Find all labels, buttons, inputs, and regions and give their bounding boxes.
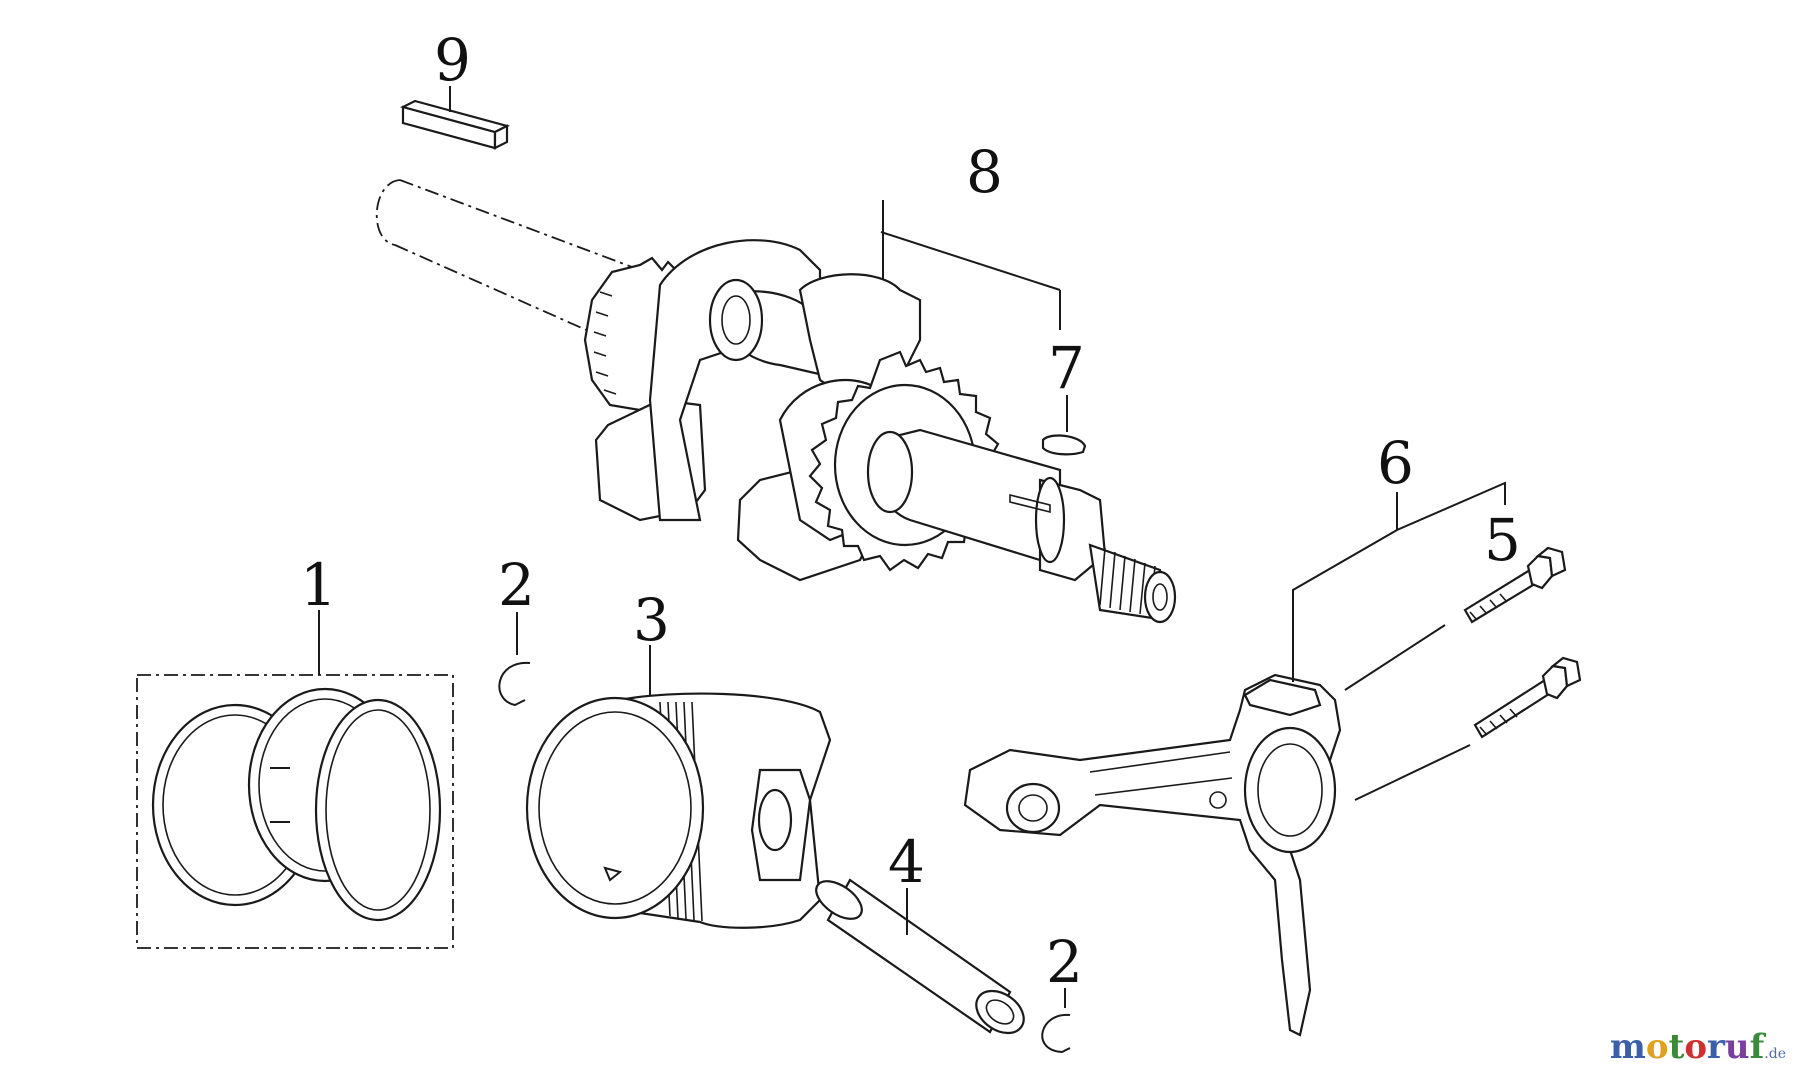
callout-8: 8 [966,138,1003,206]
part-1-piston-rings [136,674,454,949]
part-3-piston [525,692,832,929]
part-5-bolt-upper [1463,546,1567,624]
leader-6 [1292,481,1506,682]
watermark-letter: m [1609,1027,1646,1067]
part-4-piston-pin [815,878,1025,1035]
watermark-suffix: .de [1764,1046,1786,1062]
part-9-key [399,99,511,150]
callout-4: 4 [888,828,925,896]
part-2-circlip-lower [1041,1013,1071,1054]
leader-8 [880,200,1061,330]
callout-6: 6 [1377,429,1414,497]
part-5-bolt-lower [1473,656,1582,739]
leader-5b [1354,744,1471,801]
part-2-circlip-upper [498,661,531,707]
callout-2-upper: 2 [498,551,535,619]
watermark-letter: u [1724,1027,1750,1067]
callout-1: 1 [300,551,337,619]
callout-2-lower: 2 [1046,928,1083,996]
watermark-letter: o [1684,1027,1707,1067]
watermark-letter: t [1668,1027,1685,1067]
callout-7: 7 [1048,334,1085,402]
callout-3: 3 [633,586,670,654]
watermark-letter: o [1645,1027,1669,1067]
watermark-letter: f [1749,1027,1765,1067]
watermark-letter: r [1707,1027,1725,1067]
watermark-logo: motoruf.de [1610,1027,1786,1067]
callout-9: 9 [434,26,471,94]
part-7-woodruff-key [1041,434,1087,456]
leader-5a [1344,624,1446,691]
part-6-connecting-rod [963,673,1342,1037]
callout-5: 5 [1484,506,1521,574]
part-8-crankshaft [375,179,1177,624]
